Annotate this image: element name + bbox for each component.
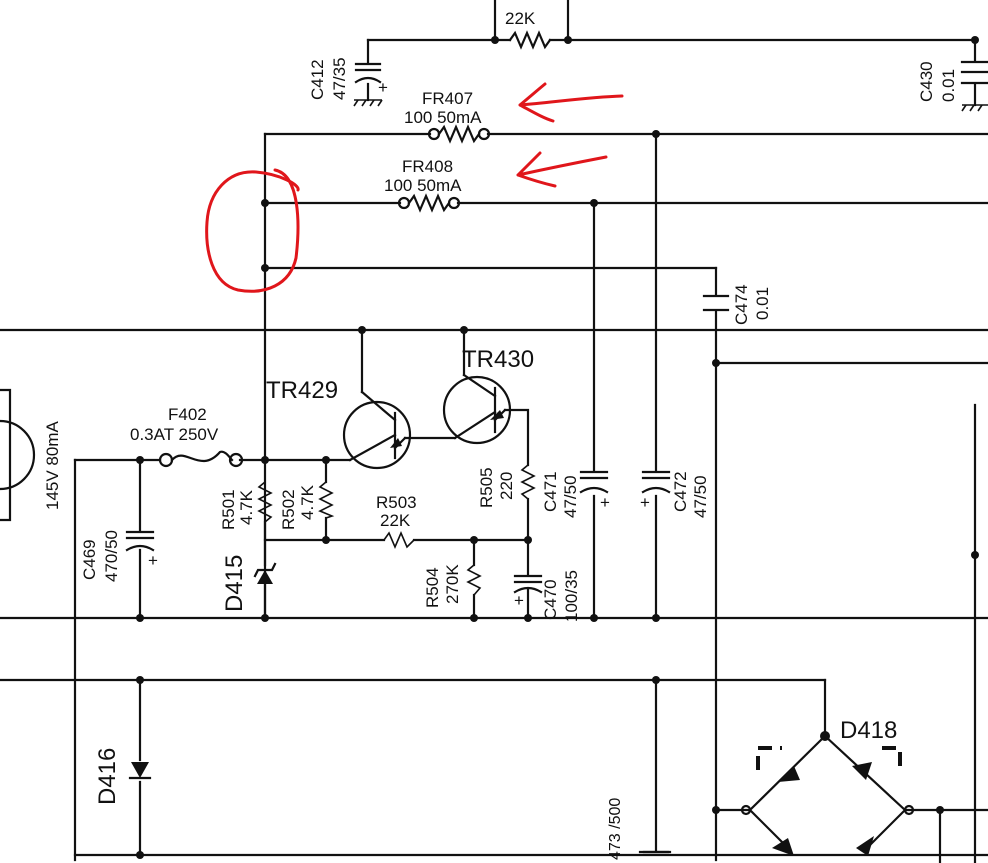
r503-resistor-symbol [383, 530, 415, 550]
c474-value-label: 0.01 [753, 287, 772, 320]
red-arrow-fr407 [518, 82, 624, 123]
c469-name-label: C469 [80, 539, 99, 580]
c430-capacitor-symbol [960, 60, 988, 112]
r501-name-label: R501 [219, 489, 238, 530]
lamp-symbol [0, 419, 36, 491]
c472-value-label: 47/50 [691, 475, 710, 518]
fr408-resistor-symbol [397, 193, 461, 213]
component-labels: 22K C412 47/35 + FR407 100 50mA FR408 10… [43, 9, 958, 860]
r504-value-label: 270K [443, 564, 462, 604]
c471-value-label: 47/50 [561, 475, 580, 518]
f402-value-label: 0.3AT 250V [130, 425, 219, 444]
c472-name-label: C472 [671, 471, 690, 512]
c469-value-label: 470/50 [102, 530, 121, 582]
d415-zener-diode-symbol [253, 520, 277, 620]
r505-name-label: R505 [477, 467, 496, 508]
tr429-transistor-symbol [342, 390, 412, 470]
fr408-value-label: 100 50mA [384, 176, 462, 195]
fr408-name-label: FR408 [402, 157, 453, 176]
tr430-name-label: TR430 [462, 346, 534, 373]
lamp-value-label: 145V 80mA [43, 421, 62, 510]
r502-name-label: R502 [279, 489, 298, 530]
r-top-value-label: 22K [505, 9, 536, 28]
d415-name-label: D415 [221, 555, 248, 612]
fr407-value-label: 100 50mA [404, 108, 482, 127]
c474-name-label: C474 [732, 284, 751, 325]
c470-value-label: 100/35 [562, 570, 581, 622]
c471-capacitor-symbol [579, 470, 609, 494]
r502-resistor-symbol [318, 481, 335, 519]
d418-name-label: D418 [840, 717, 897, 744]
r504-resistor-symbol [466, 564, 482, 596]
c412-capacitor-symbol [353, 62, 383, 107]
d416-name-label: D416 [94, 748, 121, 805]
d418-bridge-rectifier-symbol [740, 734, 915, 856]
c469-capacitor-symbol [125, 530, 155, 552]
red-annotations [205, 82, 624, 293]
r503-value-label: 22K [380, 511, 411, 530]
c470-capacitor-symbol [513, 574, 543, 594]
c412-name-label: C412 [308, 59, 327, 100]
r502-value-label: 4.7K [298, 484, 317, 520]
c472-plus-label: + [640, 493, 650, 512]
c430-name-label: C430 [917, 61, 936, 102]
r503-name-label: R503 [376, 493, 417, 512]
tr429-name-label: TR429 [266, 377, 338, 404]
c412-plus-label: + [378, 78, 388, 97]
junction-dots [136, 36, 979, 859]
fr407-resistor-symbol [427, 124, 491, 144]
c470-name-label: C470 [541, 579, 560, 620]
d416-diode-symbol [128, 762, 152, 780]
f402-name-label: F402 [168, 405, 207, 424]
c474-capacitor-symbol [702, 294, 730, 312]
c469-plus-label: + [148, 551, 158, 570]
fr407-name-label: FR407 [422, 89, 473, 108]
c412-value-label: 47/35 [330, 57, 349, 100]
red-circle-annotation [205, 168, 300, 293]
c472-capacitor-symbol [641, 470, 671, 494]
c473-value-label: 473 /500 [607, 798, 624, 860]
c471-name-label: C471 [541, 471, 560, 512]
c471-plus-label: + [600, 493, 610, 512]
tr430-transistor-symbol [442, 373, 512, 445]
r505-value-label: 220 [497, 472, 516, 500]
r501-resistor-symbol [257, 481, 273, 523]
red-arrow-fr408 [516, 151, 608, 188]
r504-name-label: R504 [423, 567, 442, 608]
r501-value-label: 4.7K [237, 489, 256, 525]
f402-fuse-symbol [158, 450, 244, 468]
c470-plus-label: + [514, 591, 524, 610]
c430-value-label: 0.01 [939, 69, 958, 102]
